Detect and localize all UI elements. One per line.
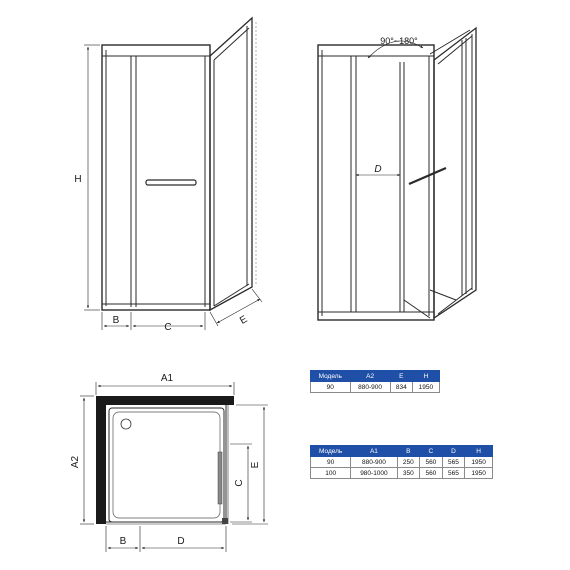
label-angle: 90°~180° [380,36,418,46]
table-row: 90 880-900 250 560 565 1950 [309,456,493,468]
label-e-plan: E [250,461,261,468]
table-cell: 100 [309,467,352,479]
table-cell: 560 [419,456,443,468]
table-header-cell: C [419,445,443,457]
table-cell: 565 [441,467,466,479]
table-cell: 880-900 [349,381,391,393]
dimension-h [84,44,100,311]
label-d-plan: D [177,536,184,547]
table-cell: 980-1000 [350,467,398,479]
label-e-front: E [238,314,250,327]
table-cell: 1950 [411,381,441,393]
front-view [101,16,253,312]
table-cell: 834 [389,381,413,393]
table-header-cell: Модель [310,370,351,382]
label-a1: A1 [161,373,174,384]
dimension-b-front [101,312,132,330]
table-header-cell: Модель [309,445,352,457]
dimension-a1 [95,382,235,395]
open-view [317,26,477,321]
table-cell: 350 [396,467,421,479]
table-header-row: Модель A2 E H [310,370,441,382]
label-c-plan: C [234,479,245,486]
dimension-d-plan [141,526,227,552]
table-cell: 560 [419,467,443,479]
label-h: H [74,174,81,185]
table-cell: 1950 [464,467,493,479]
label-b-front: B [113,315,120,326]
spec-table-a1-b-c-d-h: Модель A1 B C D H 90 880-900 250 560 565… [309,445,493,479]
dimension-e-plan [232,404,268,525]
label-b-plan: B [120,536,127,547]
spec-table-a2-e-h: Модель A2 E H 90 880-900 834 1950 [310,370,441,393]
table-cell: 565 [441,456,466,468]
table-cell: 250 [396,456,421,468]
table-header-cell: A1 [350,445,398,457]
table-header-cell: B [396,445,421,457]
label-d-open: D [374,164,381,175]
table-cell: 880-900 [350,456,398,468]
table-header-cell: E [389,370,413,382]
table-row: 100 980-1000 350 560 565 1950 [309,467,493,479]
plan-view [96,396,234,525]
dimension-b-plan [105,526,141,552]
table-header-cell: D [441,445,466,457]
table-header-cell: A2 [349,370,391,382]
table-cell: 1950 [464,456,493,468]
table-cell: 90 [310,381,351,393]
table-header-cell: H [464,445,493,457]
dimension-c-front [132,312,206,330]
dimension-a2 [80,395,94,525]
table-row: 90 880-900 834 1950 [310,381,441,393]
dimension-c-plan [230,443,252,523]
label-c-front: C [164,322,171,333]
table-header-cell: H [411,370,441,382]
table-cell: 90 [309,456,352,468]
angle-indicator [367,29,471,59]
dimension-e-front [209,288,263,327]
label-a2: A2 [70,455,81,468]
table-header-row: Модель A1 B C D H [309,445,493,457]
